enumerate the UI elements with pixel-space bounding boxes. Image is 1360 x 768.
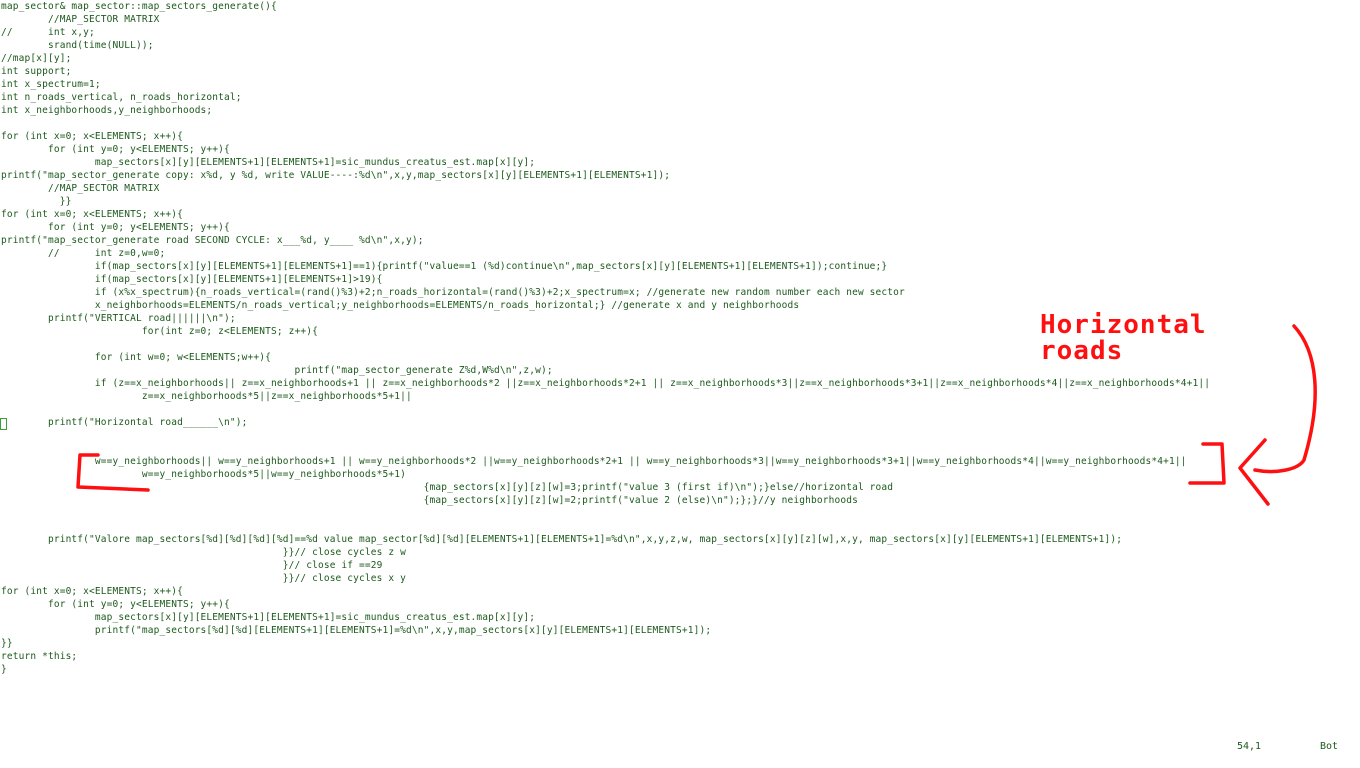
code-line[interactable]: map_sectors[x][y][ELEMENTS+1][ELEMENTS+1… — [1, 612, 536, 623]
code-line[interactable]: printf("map_sector_generate copy: x%d, y… — [1, 170, 671, 181]
code-line[interactable]: srand(time(NULL)); — [1, 40, 154, 51]
code-line[interactable]: for (int y=0; y<ELEMENTS; y++){ — [1, 599, 230, 610]
cursor-position: 54,1 — [1237, 741, 1262, 752]
code-line[interactable]: for (int w=0; w<ELEMENTS;w++){ — [1, 352, 271, 363]
code-line[interactable]: if(map_sectors[x][y][ELEMENTS+1][ELEMENT… — [1, 261, 888, 272]
code-line[interactable]: // int z=0,w=0; — [1, 248, 166, 259]
code-line[interactable]: for (int x=0; x<ELEMENTS; x++){ — [1, 586, 183, 597]
code-line[interactable]: printf("Valore map_sectors[%d][%d][%d][%… — [1, 534, 1123, 545]
code-line[interactable]: for (int y=0; y<ELEMENTS; y++){ — [1, 222, 230, 233]
code-line[interactable]: //map[x][y]; — [1, 53, 72, 64]
scroll-position: Bot — [1320, 741, 1339, 752]
code-line[interactable]: printf("map_sector_generate road SECOND … — [1, 235, 424, 246]
status-bar: 54,1 Bot — [0, 740, 1360, 756]
text-cursor — [0, 418, 7, 430]
code-line[interactable]: map_sectors[x][y][ELEMENTS+1][ELEMENTS+1… — [1, 157, 536, 168]
code-line[interactable]: }} — [1, 196, 72, 207]
code-line[interactable]: //MAP_SECTOR MATRIX — [1, 14, 160, 25]
code-line[interactable]: }}// close cycles x y — [1, 573, 406, 584]
code-line[interactable]: int n_roads_vertical, n_roads_horizontal… — [1, 92, 242, 103]
code-line[interactable]: for(int z=0; z<ELEMENTS; z++){ — [1, 326, 318, 337]
code-line[interactable]: if(map_sectors[x][y][ELEMENTS+1][ELEMENT… — [1, 274, 383, 285]
code-line[interactable]: //MAP_SECTOR MATRIX — [1, 183, 160, 194]
code-line[interactable]: // int x,y; — [1, 27, 95, 38]
code-line[interactable]: } — [1, 664, 7, 675]
code-line[interactable]: for (int x=0; x<ELEMENTS; x++){ — [1, 131, 183, 142]
code-line[interactable]: printf("map_sector_generate Z%d,W%d\n",z… — [1, 365, 553, 376]
code-line[interactable]: w==y_neighborhoods|| w==y_neighborhoods+… — [1, 456, 1187, 467]
code-line[interactable]: }// close if ==29 — [1, 560, 383, 571]
code-line[interactable]: w==y_neighborhoods*5||w==y_neighborhoods… — [1, 469, 406, 480]
code-line[interactable]: }}// close cycles z w — [1, 547, 406, 558]
code-line[interactable]: int x_neighborhoods,y_neighborhoods; — [1, 105, 213, 116]
code-line[interactable]: printf("VERTICAL road||||||\n"); — [1, 313, 236, 324]
code-line[interactable]: z==x_neighborhoods*5||z==x_neighborhoods… — [1, 391, 412, 402]
code-line[interactable]: printf("Horizontal road______\n"); — [1, 417, 248, 428]
code-line[interactable]: }} — [1, 638, 13, 649]
code-line[interactable]: int x_spectrum=1; — [1, 79, 101, 90]
code-line[interactable]: x_neighborhoods=ELEMENTS/n_roads_vertica… — [1, 300, 800, 311]
code-line[interactable]: int support; — [1, 66, 72, 77]
code-line[interactable]: for (int x=0; x<ELEMENTS; x++){ — [1, 209, 183, 220]
code-line[interactable]: printf("map_sectors[%d][%d][ELEMENTS+1][… — [1, 625, 712, 636]
code-line[interactable]: {map_sectors[x][y][z][w]=3;printf("value… — [1, 482, 894, 493]
code-editor[interactable]: map_sector& map_sector::map_sectors_gene… — [0, 0, 1360, 740]
code-line[interactable]: for (int y=0; y<ELEMENTS; y++){ — [1, 144, 230, 155]
code-line[interactable]: if (x%x_spectrum){n_roads_vertical=(rand… — [1, 287, 905, 298]
code-line[interactable]: return *this; — [1, 651, 78, 662]
code-line[interactable]: map_sector& map_sector::map_sectors_gene… — [1, 1, 277, 12]
code-line[interactable]: if (z==x_neighborhoods|| z==x_neighborho… — [1, 378, 1211, 389]
code-line[interactable]: {map_sectors[x][y][z][w]=2;printf("value… — [1, 495, 858, 506]
